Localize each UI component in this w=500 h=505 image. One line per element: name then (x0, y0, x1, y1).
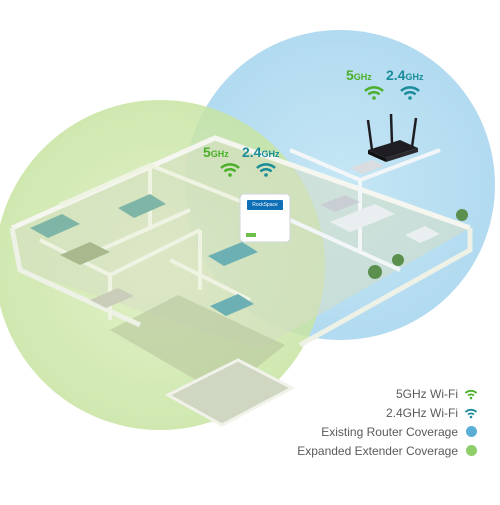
legend-item-24ghz: 2.4GHz Wi-Fi (218, 403, 478, 422)
extender-wifi-24ghz-icon (256, 163, 276, 177)
legend-label-extender-coverage: Expanded Extender Coverage (297, 443, 458, 458)
extender-brand-label: RockSpace (247, 200, 283, 210)
router-24ghz-label: 2.4GHz (386, 67, 423, 83)
router-5ghz-unit: GHz (353, 72, 372, 82)
wifi-icon (464, 406, 478, 420)
extender-24ghz-unit: GHz (261, 149, 280, 159)
legend-item-extender-coverage: Expanded Extender Coverage (218, 441, 478, 460)
extender-5ghz-value: 5 (203, 144, 211, 160)
coverage-legend: 5GHz Wi-Fi 2.4GHz Wi-Fi Existing Router … (218, 384, 478, 460)
router-wifi-5ghz-icon (364, 86, 384, 100)
extender-5ghz-unit: GHz (210, 149, 229, 159)
router-5ghz-label: 5GHz (346, 67, 372, 83)
router-5ghz-value: 5 (346, 67, 354, 83)
legend-label-24ghz: 2.4GHz Wi-Fi (386, 405, 458, 420)
router-device (366, 113, 418, 162)
floor-plan (9, 135, 473, 427)
router-24ghz-value: 2.4 (386, 67, 406, 83)
wifi-icon (464, 387, 478, 401)
legend-label-5ghz: 5GHz Wi-Fi (396, 386, 458, 401)
extender-wifi-5ghz-icon (220, 163, 240, 177)
router-coverage-dot (464, 425, 478, 439)
extender-24ghz-value: 2.4 (242, 144, 262, 160)
router-24ghz-unit: GHz (405, 72, 424, 82)
legend-item-5ghz: 5GHz Wi-Fi (218, 384, 478, 403)
extender-coverage-dot (464, 444, 478, 458)
legend-item-router-coverage: Existing Router Coverage (218, 422, 478, 441)
legend-label-router-coverage: Existing Router Coverage (321, 424, 458, 439)
extender-24ghz-label: 2.4GHz (242, 144, 279, 160)
extender-5ghz-label: 5GHz (203, 144, 229, 160)
router-wifi-24ghz-icon (400, 86, 420, 100)
